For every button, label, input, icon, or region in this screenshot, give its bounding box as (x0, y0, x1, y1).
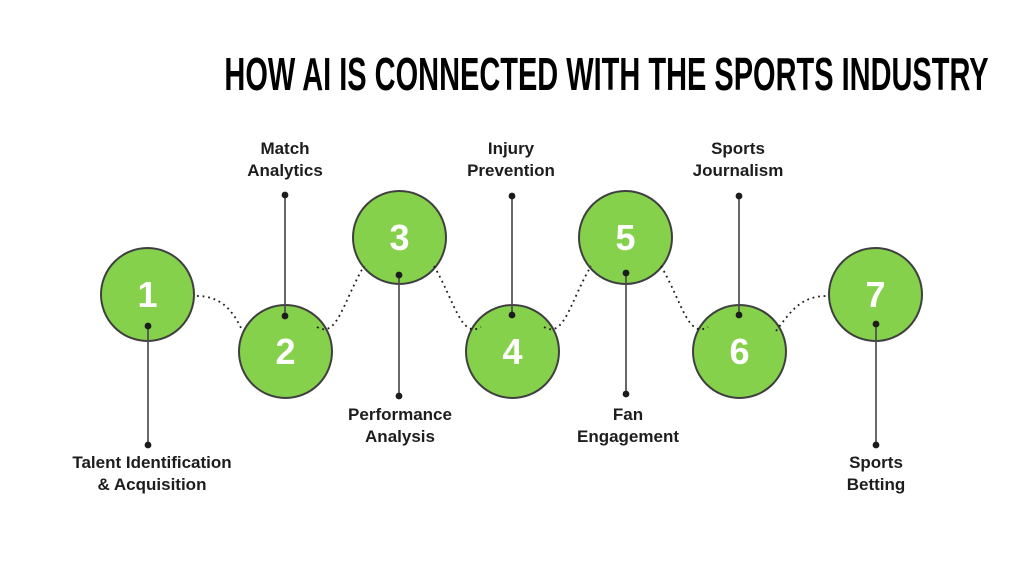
step-number-1: 1 (137, 273, 158, 315)
page-title: HOW AI IS CONNECTED WITH THE SPORTS INDU… (0, 51, 1024, 98)
step-circle-5: 5 (578, 190, 673, 285)
step-number-4: 4 (502, 330, 523, 372)
step-number-6: 6 (729, 330, 750, 372)
connector-6-7 (775, 295, 828, 332)
step-circle-1: 1 (100, 247, 195, 342)
step-number-2: 2 (275, 330, 296, 372)
dot-icon (281, 191, 289, 199)
step-label-injury-prevention: Injury Prevention (467, 139, 555, 180)
connector-5-6 (660, 265, 709, 330)
dot-icon (508, 192, 516, 200)
step-label-fan-engagement: Fan Engagement (576, 405, 680, 446)
step-label-sports-betting: Sports Betting (846, 453, 906, 494)
step-circle-6: 6 (692, 304, 787, 399)
step-label-talent-identification: Talent Identification & Acquisition (72, 453, 232, 494)
connector-2-3 (316, 265, 365, 330)
step-label-performance-analysis: Performance Analysis (348, 405, 452, 446)
dot-icon (144, 441, 152, 449)
connector-4-5 (543, 265, 592, 330)
step-label-match-analytics: Match Analytics (247, 139, 323, 180)
step-circle-7: 7 (828, 247, 923, 342)
step-label-sports-journalism: Sports Journalism (692, 139, 784, 180)
dot-icon (395, 392, 403, 400)
step-circle-3: 3 (352, 190, 447, 285)
step-circle-4: 4 (465, 304, 560, 399)
step-circle-2: 2 (238, 304, 333, 399)
dot-icon (872, 441, 880, 449)
step-number-7: 7 (865, 273, 886, 315)
connector-1-2 (196, 295, 242, 329)
step-number-3: 3 (389, 216, 410, 258)
connector-3-4 (433, 265, 482, 330)
dot-icon (735, 192, 743, 200)
step-number-5: 5 (615, 216, 636, 258)
dot-icon (622, 390, 630, 398)
page-title-text: HOW AI IS CONNECTED WITH THE SPORTS INDU… (224, 48, 989, 100)
